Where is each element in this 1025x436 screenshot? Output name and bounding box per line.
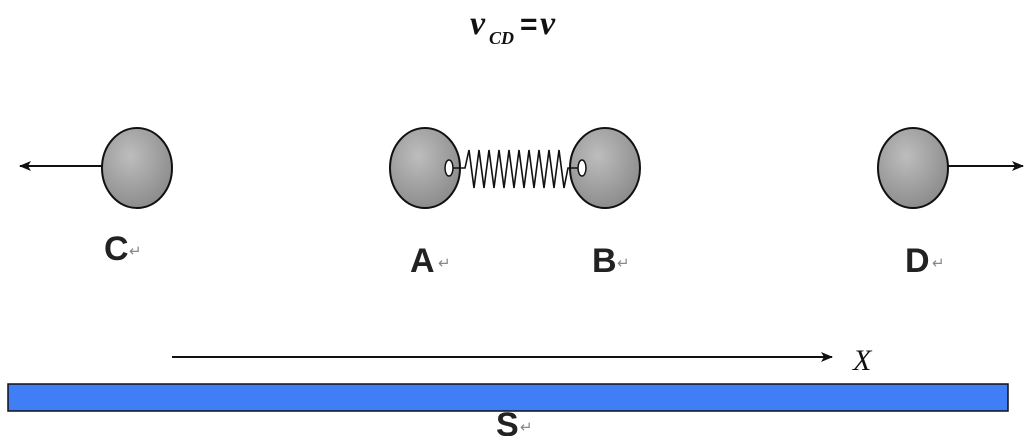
ball-d-group: D ↵	[877, 127, 1024, 280]
spring	[453, 149, 578, 189]
ball-c-return-mark: ↵	[129, 242, 142, 260]
spring-hook-right	[577, 159, 587, 177]
surface-bar	[7, 383, 1009, 412]
surface-return-mark: ↵	[520, 418, 533, 436]
surface-group: S ↵	[7, 383, 1009, 436]
ball-c-group: C ↵	[19, 127, 173, 268]
title-equals: =	[520, 8, 538, 41]
spring-hook-left	[444, 159, 454, 177]
x-axis-label: X	[852, 344, 873, 377]
ball-c	[101, 127, 173, 209]
ball-b-return-mark: ↵	[617, 254, 630, 272]
title-v-left: v	[470, 5, 486, 42]
ab-system: A ↵ B ↵	[389, 127, 641, 280]
ball-a-return-mark: ↵	[438, 254, 451, 272]
ball-a-label: A	[410, 242, 435, 280]
ball-d-return-mark: ↵	[932, 254, 945, 272]
x-axis: X	[172, 344, 873, 377]
ball-d	[877, 127, 949, 209]
title-v-subscript: CD	[489, 28, 514, 48]
ball-c-label: C	[104, 230, 129, 268]
surface-label: S	[496, 406, 519, 436]
title-v-right: v	[540, 5, 556, 42]
ball-b-label: B	[592, 242, 617, 280]
ball-d-label: D	[905, 242, 930, 280]
velocity-equation: v CD = v	[470, 5, 556, 48]
